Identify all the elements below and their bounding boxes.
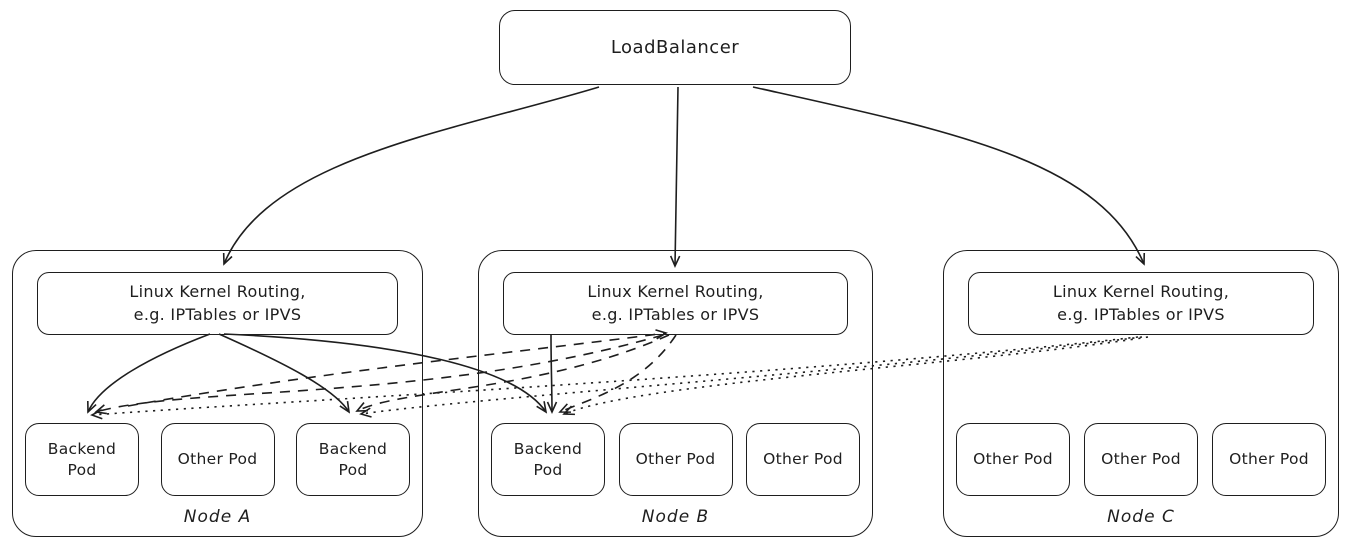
node-a-other-pod: Other Pod (160, 423, 275, 496)
node-a-backend-pod-2: Backend Pod (296, 423, 410, 496)
node-a-box: Linux Kernel Routing, e.g. IPTables or I… (12, 250, 423, 537)
edge-lb-to-node-c-routing (752, 86, 1146, 266)
node-c-pods: Other Pod Other Pod Other Pod (956, 423, 1326, 496)
pod-label: Other Pod (973, 450, 1053, 469)
edge-lb-to-node-b-routing (669, 86, 681, 268)
loadbalancer-label: LoadBalancer (610, 37, 740, 58)
node-a-routing-box: Linux Kernel Routing, e.g. IPTables or I… (37, 272, 398, 335)
node-a-backend-pod-1: Backend Pod (25, 423, 139, 496)
pod-label: Other Pod (177, 450, 258, 469)
pod-label: Other Pod (635, 450, 716, 469)
node-b-routing-line1: Linux Kernel Routing, (587, 282, 764, 302)
node-b-box: Linux Kernel Routing, e.g. IPTables or I… (478, 250, 873, 537)
node-b-routing-line2: e.g. IPTables or IPVS (591, 304, 760, 324)
pod-label: Backend Pod (513, 440, 583, 479)
loadbalancer-box: LoadBalancer (499, 10, 851, 85)
node-c-routing-line2: e.g. IPTables or IPVS (1057, 304, 1225, 324)
node-c-routing-box: Linux Kernel Routing, e.g. IPTables or I… (968, 272, 1314, 335)
node-b-backend-pod: Backend Pod (491, 423, 605, 496)
node-a-routing-line2: e.g. IPTables or IPVS (133, 304, 302, 324)
node-c-other-pod-2: Other Pod (1084, 423, 1198, 496)
pod-label: Other Pod (1101, 450, 1181, 469)
node-b-routing-box: Linux Kernel Routing, e.g. IPTables or I… (503, 272, 848, 335)
node-b-other-pod-2: Other Pod (746, 423, 860, 496)
pod-label: Other Pod (763, 450, 843, 469)
node-a-label: Node A (183, 507, 252, 527)
node-a-routing-line1: Linux Kernel Routing, (129, 282, 306, 302)
node-c-box: Linux Kernel Routing, e.g. IPTables or I… (943, 250, 1339, 537)
node-a-pods: Backend Pod Other Pod Backend Pod (25, 423, 410, 496)
node-b-pods: Backend Pod Other Pod Other Pod (491, 423, 860, 496)
node-b-label: Node B (641, 507, 710, 527)
node-c-other-pod-3: Other Pod (1212, 423, 1326, 496)
node-b-other-pod-1: Other Pod (618, 423, 733, 496)
node-c-label: Node C (1107, 507, 1175, 527)
node-c-other-pod-1: Other Pod (956, 423, 1070, 496)
pod-label: Backend Pod (318, 440, 388, 479)
pod-label: Other Pod (1229, 450, 1309, 469)
edge-lb-to-node-a-routing (222, 86, 600, 266)
node-c-routing-line1: Linux Kernel Routing, (1052, 282, 1230, 302)
pod-label: Backend Pod (47, 440, 117, 479)
